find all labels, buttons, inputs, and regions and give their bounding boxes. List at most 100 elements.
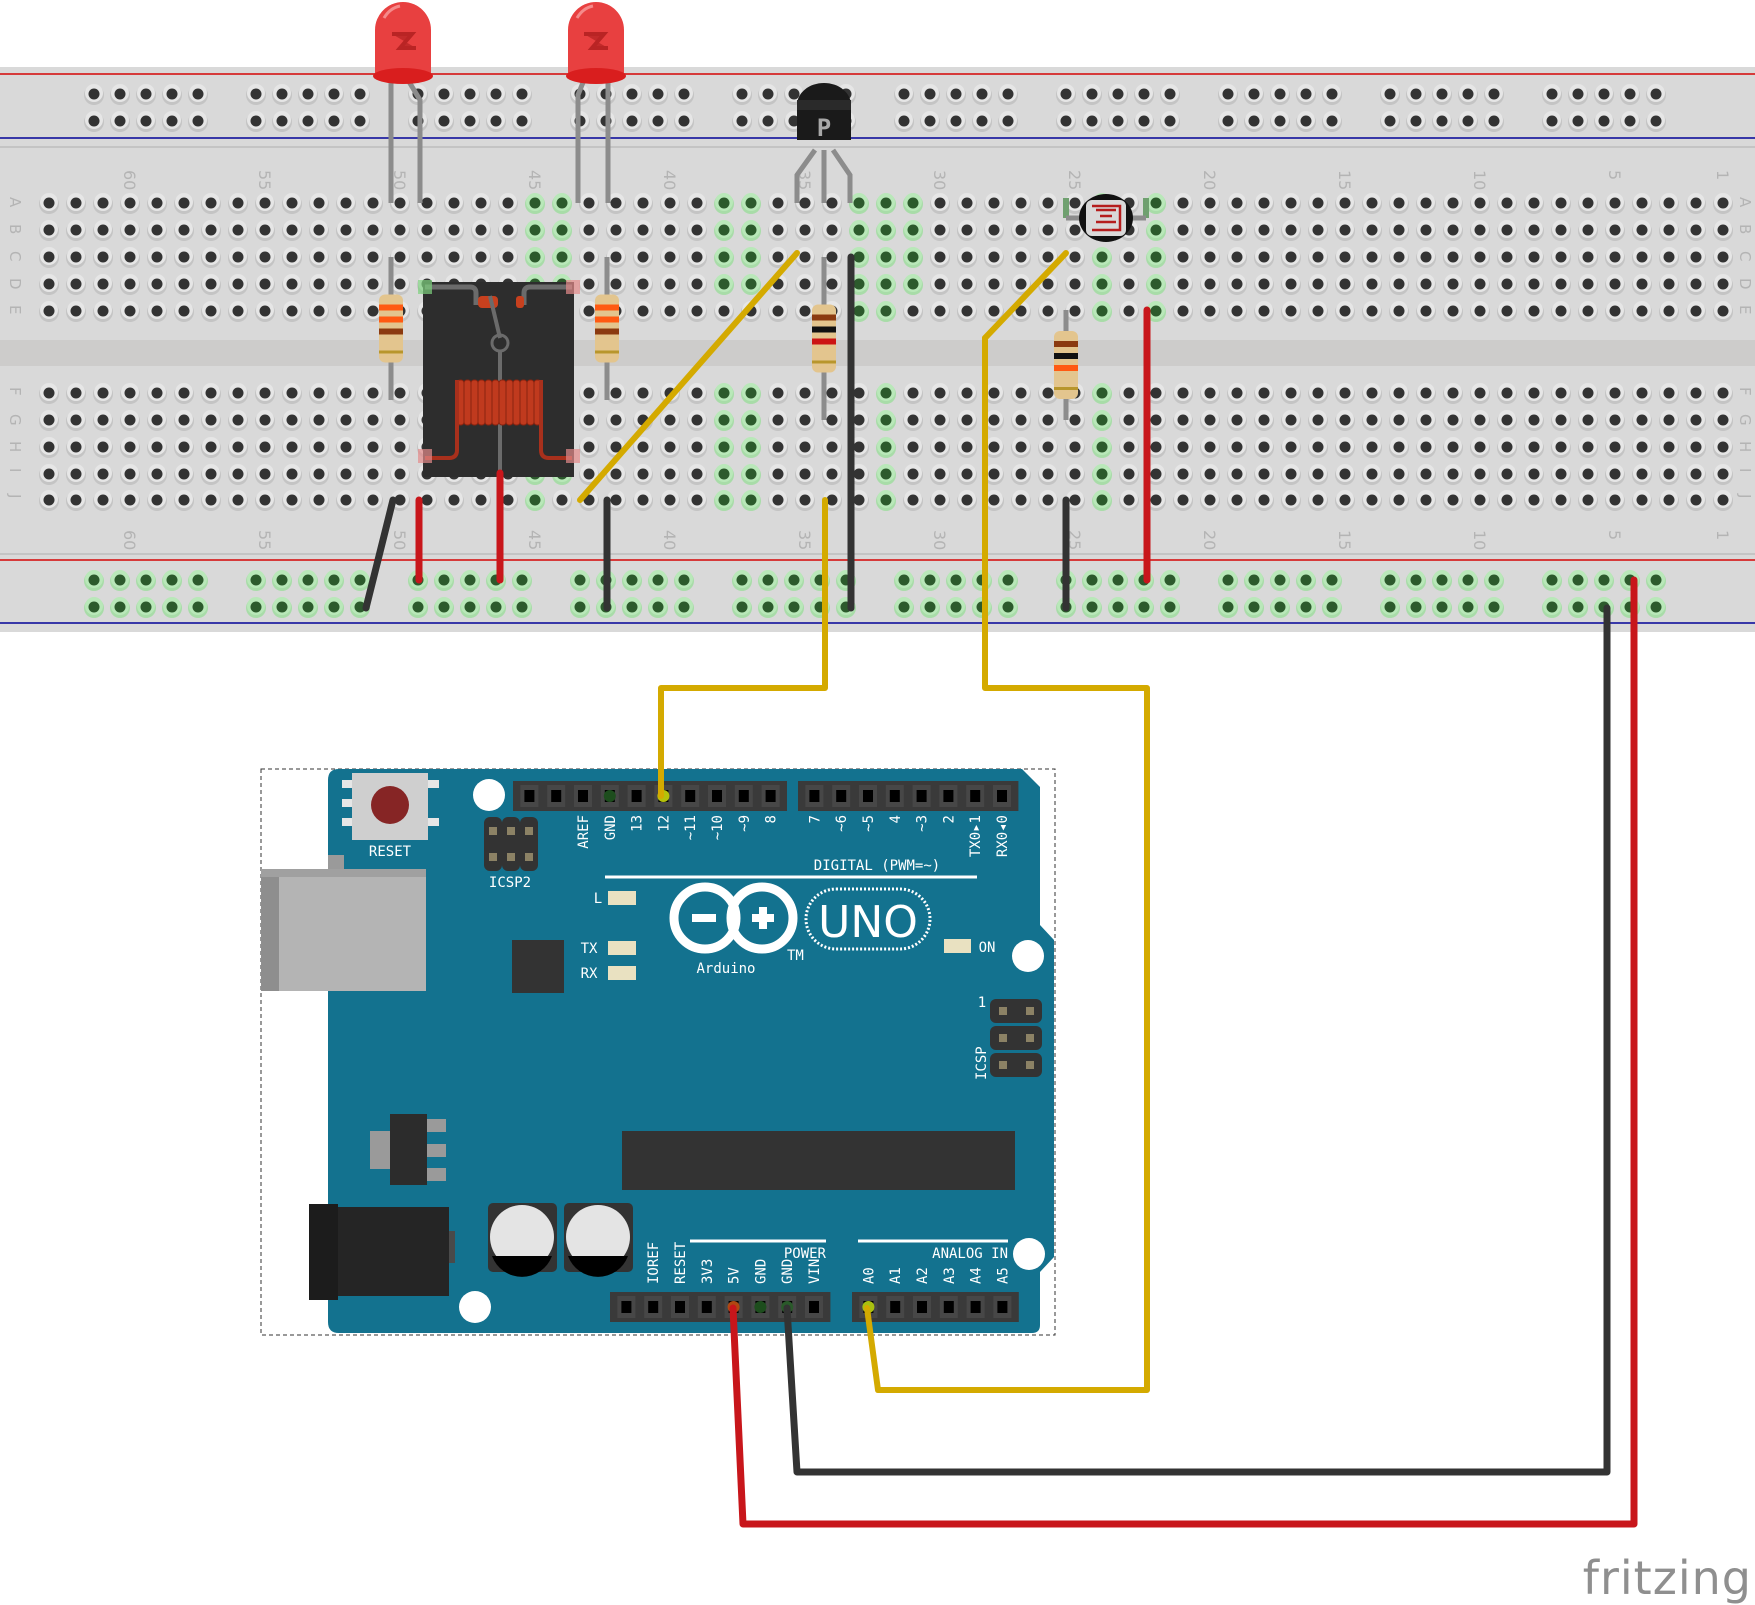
breadboard-hole[interactable] [1620, 84, 1640, 105]
header-pin[interactable] [993, 785, 1011, 807]
icsp2-pin[interactable] [525, 853, 533, 861]
breadboard-hole[interactable] [136, 570, 156, 591]
breadboard-hole[interactable] [1605, 274, 1625, 295]
breadboard-hole[interactable] [1065, 193, 1085, 214]
breadboard-hole[interactable] [1227, 410, 1247, 431]
breadboard-hole[interactable] [822, 437, 842, 458]
breadboard-hole[interactable] [136, 84, 156, 105]
breadboard-hole[interactable] [1227, 193, 1247, 214]
breadboard-hole[interactable] [1308, 490, 1328, 511]
breadboard-hole[interactable] [1551, 274, 1571, 295]
breadboard-hole[interactable] [1524, 410, 1544, 431]
breadboard-hole[interactable] [1551, 437, 1571, 458]
breadboard-hole[interactable] [201, 220, 221, 241]
breadboard-hole[interactable] [1551, 464, 1571, 485]
breadboard-hole[interactable] [606, 274, 626, 295]
breadboard-hole[interactable] [622, 111, 642, 132]
breadboard-hole[interactable] [876, 383, 896, 404]
breadboard-hole[interactable] [822, 247, 842, 268]
breadboard-hole[interactable] [758, 597, 778, 618]
breadboard-hole[interactable] [525, 220, 545, 241]
breadboard-hole[interactable] [920, 570, 940, 591]
breadboard-hole[interactable] [1416, 437, 1436, 458]
breadboard-hole[interactable] [633, 437, 653, 458]
breadboard-hole[interactable] [1173, 247, 1193, 268]
breadboard-hole[interactable] [1146, 220, 1166, 241]
breadboard-hole[interactable] [1200, 220, 1220, 241]
breadboard-hole[interactable] [1254, 247, 1274, 268]
breadboard-hole[interactable] [998, 84, 1018, 105]
breadboard-hole[interactable] [674, 570, 694, 591]
breadboard-hole[interactable] [633, 464, 653, 485]
breadboard-hole[interactable] [110, 597, 130, 618]
breadboard-hole[interactable] [255, 220, 275, 241]
breadboard-hole[interactable] [1524, 301, 1544, 322]
breadboard-hole[interactable] [714, 383, 734, 404]
breadboard-hole[interactable] [1146, 247, 1166, 268]
breadboard-hole[interactable] [1281, 274, 1301, 295]
breadboard-hole[interactable] [147, 301, 167, 322]
breadboard-hole[interactable] [732, 597, 752, 618]
breadboard-hole[interactable] [1146, 301, 1166, 322]
breadboard-hole[interactable] [732, 111, 752, 132]
breadboard-hole[interactable] [1470, 274, 1490, 295]
breadboard-hole[interactable] [174, 193, 194, 214]
breadboard-hole[interactable] [174, 301, 194, 322]
breadboard-hole[interactable] [512, 597, 532, 618]
breadboard-hole[interactable] [1443, 193, 1463, 214]
breadboard-hole[interactable] [246, 111, 266, 132]
breadboard-hole[interactable] [1322, 570, 1342, 591]
breadboard-hole[interactable] [1065, 490, 1085, 511]
header-pin[interactable] [993, 1296, 1012, 1318]
breadboard-hole[interactable] [1578, 193, 1598, 214]
breadboard-hole[interactable] [1254, 490, 1274, 511]
breadboard-hole[interactable] [1458, 111, 1478, 132]
breadboard-hole[interactable] [1432, 84, 1452, 105]
header-pin[interactable] [805, 1296, 823, 1318]
breadboard-hole[interactable] [648, 570, 668, 591]
breadboard-hole[interactable] [795, 301, 815, 322]
breadboard-hole[interactable] [255, 274, 275, 295]
breadboard-hole[interactable] [1146, 437, 1166, 458]
breadboard-hole[interactable] [228, 410, 248, 431]
breadboard-hole[interactable] [1281, 490, 1301, 511]
breadboard-hole[interactable] [444, 193, 464, 214]
breadboard-hole[interactable] [66, 383, 86, 404]
breadboard-hole[interactable] [894, 84, 914, 105]
breadboard-hole[interactable] [1416, 274, 1436, 295]
breadboard-hole[interactable] [822, 383, 842, 404]
breadboard-hole[interactable] [876, 490, 896, 511]
breadboard-hole[interactable] [957, 193, 977, 214]
breadboard-hole[interactable] [714, 220, 734, 241]
breadboard-hole[interactable] [1686, 383, 1706, 404]
breadboard-hole[interactable] [309, 193, 329, 214]
breadboard-hole[interactable] [1470, 247, 1490, 268]
breadboard-hole[interactable] [1281, 464, 1301, 485]
breadboard-hole[interactable] [228, 247, 248, 268]
breadboard-hole[interactable] [255, 383, 275, 404]
breadboard-hole[interactable] [1173, 274, 1193, 295]
breadboard-hole[interactable] [687, 437, 707, 458]
breadboard-hole[interactable] [162, 597, 182, 618]
breadboard-hole[interactable] [1578, 274, 1598, 295]
breadboard-hole[interactable] [1389, 410, 1409, 431]
breadboard-hole[interactable] [687, 301, 707, 322]
breadboard-hole[interactable] [1594, 84, 1614, 105]
breadboard-hole[interactable] [228, 274, 248, 295]
breadboard-hole[interactable] [282, 193, 302, 214]
breadboard-hole[interactable] [998, 570, 1018, 591]
breadboard-hole[interactable] [93, 490, 113, 511]
breadboard-hole[interactable] [579, 220, 599, 241]
breadboard-hole[interactable] [298, 597, 318, 618]
wire-yellow-pin12[interactable] [658, 497, 828, 799]
icsp-pin[interactable] [999, 1034, 1007, 1042]
breadboard-hole[interactable] [894, 111, 914, 132]
breadboard-hole[interactable] [1227, 247, 1247, 268]
breadboard-hole[interactable] [1335, 193, 1355, 214]
breadboard-hole[interactable] [606, 383, 626, 404]
breadboard-hole[interactable] [1335, 437, 1355, 458]
breadboard-hole[interactable] [147, 247, 167, 268]
header-pin[interactable] [644, 1296, 663, 1318]
breadboard-hole[interactable] [363, 247, 383, 268]
breadboard-hole[interactable] [984, 383, 1004, 404]
